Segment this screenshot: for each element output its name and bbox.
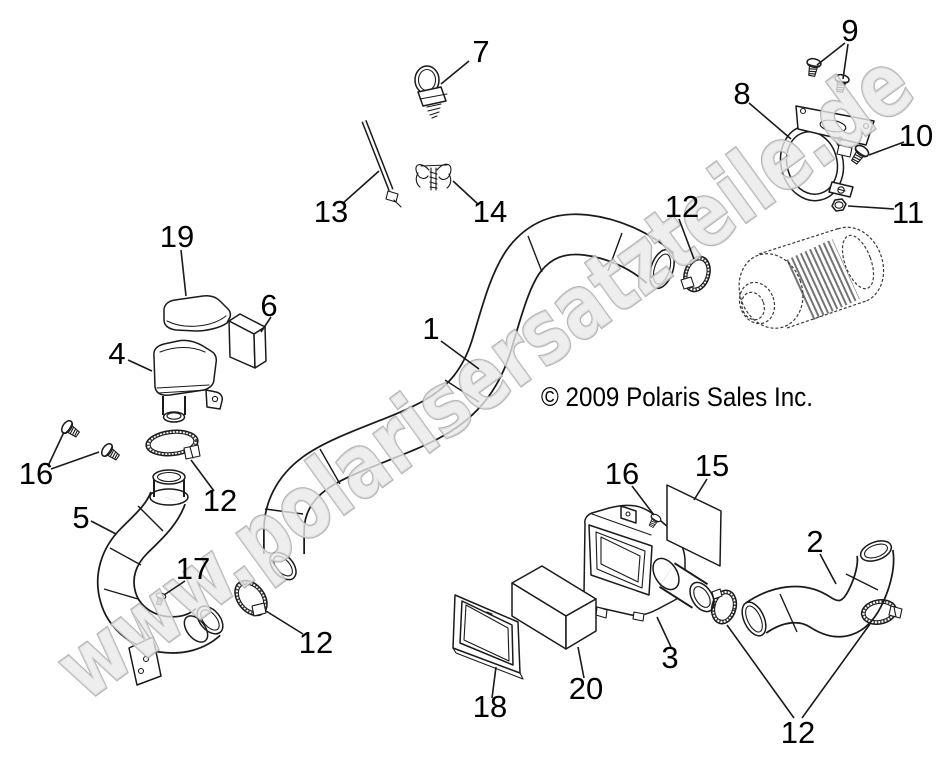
part-2-outlet-hose xyxy=(741,540,895,638)
callout-19: 19 xyxy=(160,219,194,254)
callout-1: 1 xyxy=(422,311,439,346)
part-13-cable-tie xyxy=(361,119,402,208)
part-12-clamp-air-cleaner xyxy=(680,255,711,293)
callout-4: 4 xyxy=(108,336,125,371)
callout-2: 2 xyxy=(806,524,823,559)
part-6-box xyxy=(228,313,267,369)
callout-6: 6 xyxy=(260,288,277,323)
callout-9: 9 xyxy=(841,13,858,48)
copyright-text: © 2009 Polaris Sales Inc. xyxy=(541,382,813,412)
callout-20: 20 xyxy=(569,671,603,706)
callout-5: 5 xyxy=(72,500,89,535)
part-18-seal-frame xyxy=(452,594,524,680)
callout-13: 13 xyxy=(314,194,348,229)
part-16-screws-left xyxy=(58,418,123,464)
air-cleaner-assembly xyxy=(738,226,885,329)
resonator-bracket xyxy=(205,389,223,410)
callout-12c: 12 xyxy=(299,625,333,660)
part-5-intake-duct xyxy=(96,469,224,686)
part-4-resonator-box xyxy=(153,339,223,423)
part-1-main-intake-hose xyxy=(263,213,675,581)
callout-11: 11 xyxy=(892,195,924,230)
callout-14: 14 xyxy=(473,194,507,229)
part-7-retainer xyxy=(414,65,448,119)
airbox-top-tab xyxy=(620,505,637,524)
part-12-clamp-duct-outlet xyxy=(234,579,268,617)
part-20-filter-box xyxy=(511,565,597,650)
callout-8: 8 xyxy=(733,76,750,111)
part-19-cover-lid xyxy=(163,295,232,332)
callout-16b: 16 xyxy=(605,456,639,491)
part-12-clamp-outlet-hose xyxy=(860,599,903,625)
part-14-clip xyxy=(415,163,452,191)
part-12-clamp-airbox-outlet xyxy=(710,588,738,625)
callout-7: 7 xyxy=(472,34,489,69)
callout-3: 3 xyxy=(661,640,678,675)
part-3-airbox xyxy=(583,504,715,622)
part-12-clamp-resonator xyxy=(145,429,201,460)
part-8-clamp-bracket xyxy=(779,105,875,202)
callout-17: 17 xyxy=(176,551,210,586)
filter-pleats xyxy=(786,238,860,321)
callout-10: 10 xyxy=(899,118,933,153)
callout-12d: 12 xyxy=(781,715,815,750)
callout-leader-lines xyxy=(47,42,905,719)
callout-12a: 12 xyxy=(665,189,699,224)
callout-16a: 16 xyxy=(19,456,53,491)
part-11-nut xyxy=(831,198,847,212)
callout-15: 15 xyxy=(695,448,729,483)
part-15-foam-sheet xyxy=(666,484,722,567)
callout-18: 18 xyxy=(473,689,507,724)
callout-12b: 12 xyxy=(203,483,237,518)
